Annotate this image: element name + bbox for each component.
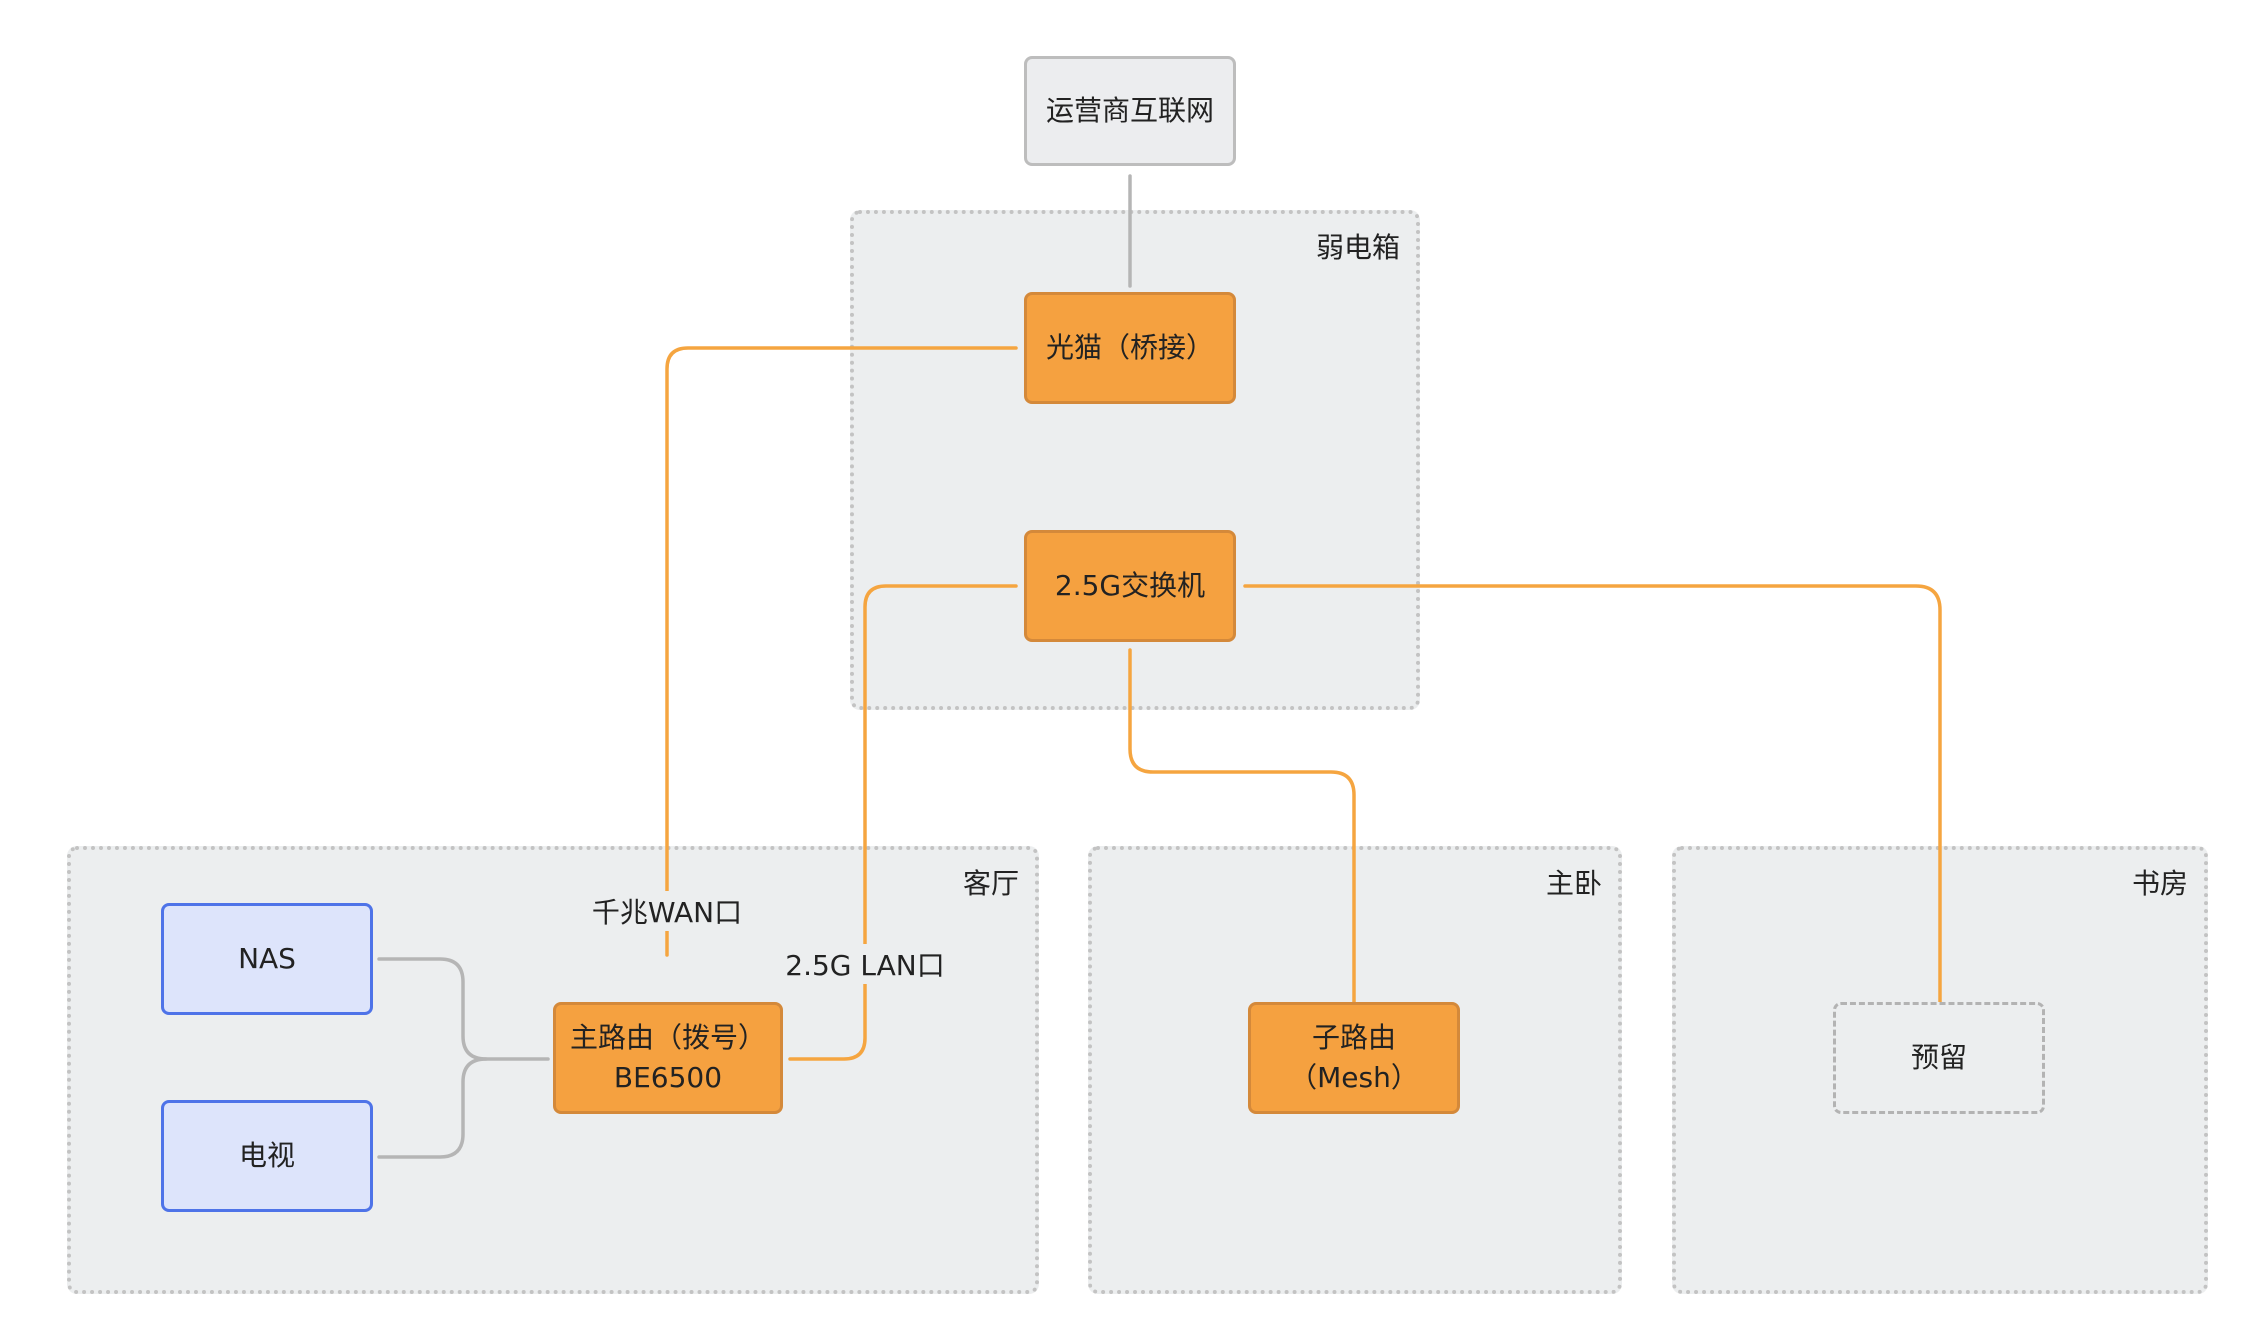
group-label-keting: 客厅: [962, 867, 1019, 900]
node-isp-label: 运营商互联网: [1045, 94, 1214, 127]
edge-label-lan: 2.5G LAN口: [779, 944, 951, 984]
node-modem-label: 光猫（桥接）: [1045, 331, 1214, 364]
node-sub-router-label-2: （Mesh）: [1289, 1061, 1419, 1094]
node-nas[interactable]: NAS: [161, 903, 373, 1015]
node-tv-label: 电视: [238, 1139, 295, 1172]
node-main-router-label-1: 主路由（拨号）: [569, 1021, 766, 1054]
edge-switch-sub-router: [1128, 648, 1356, 1004]
node-reserved[interactable]: 预留: [1833, 1002, 2045, 1114]
group-label-zhuwo: 主卧: [1545, 867, 1602, 900]
node-modem[interactable]: 光猫（桥接）: [1024, 292, 1236, 404]
node-sub-router-label-1: 子路由: [1311, 1021, 1396, 1054]
edge-switch-main-router-lan: [788, 584, 1018, 1061]
node-tv[interactable]: 电视: [161, 1100, 373, 1212]
edge-tv-main-router: [377, 1057, 488, 1159]
group-label-shufang: 书房: [2131, 867, 2188, 900]
group-label-ruodianxiang: 弱电箱: [1315, 231, 1400, 264]
node-nas-label: NAS: [238, 942, 296, 975]
edge-switch-reserved: [1243, 584, 1942, 1004]
node-isp[interactable]: 运营商互联网: [1024, 56, 1236, 166]
edge-modem-main-router-wan: [665, 346, 1018, 957]
edge-label-wan: 千兆WAN口: [585, 891, 749, 931]
node-reserved-label: 预留: [1910, 1041, 1967, 1074]
node-main-router[interactable]: 主路由（拨号） BE6500: [553, 1002, 783, 1114]
edge-nas-main-router: [377, 957, 550, 1061]
node-main-router-label-2: BE6500: [613, 1061, 723, 1094]
node-switch[interactable]: 2.5G交换机: [1024, 530, 1236, 642]
node-switch-label: 2.5G交换机: [1054, 569, 1206, 602]
node-sub-router[interactable]: 子路由 （Mesh）: [1248, 1002, 1460, 1114]
